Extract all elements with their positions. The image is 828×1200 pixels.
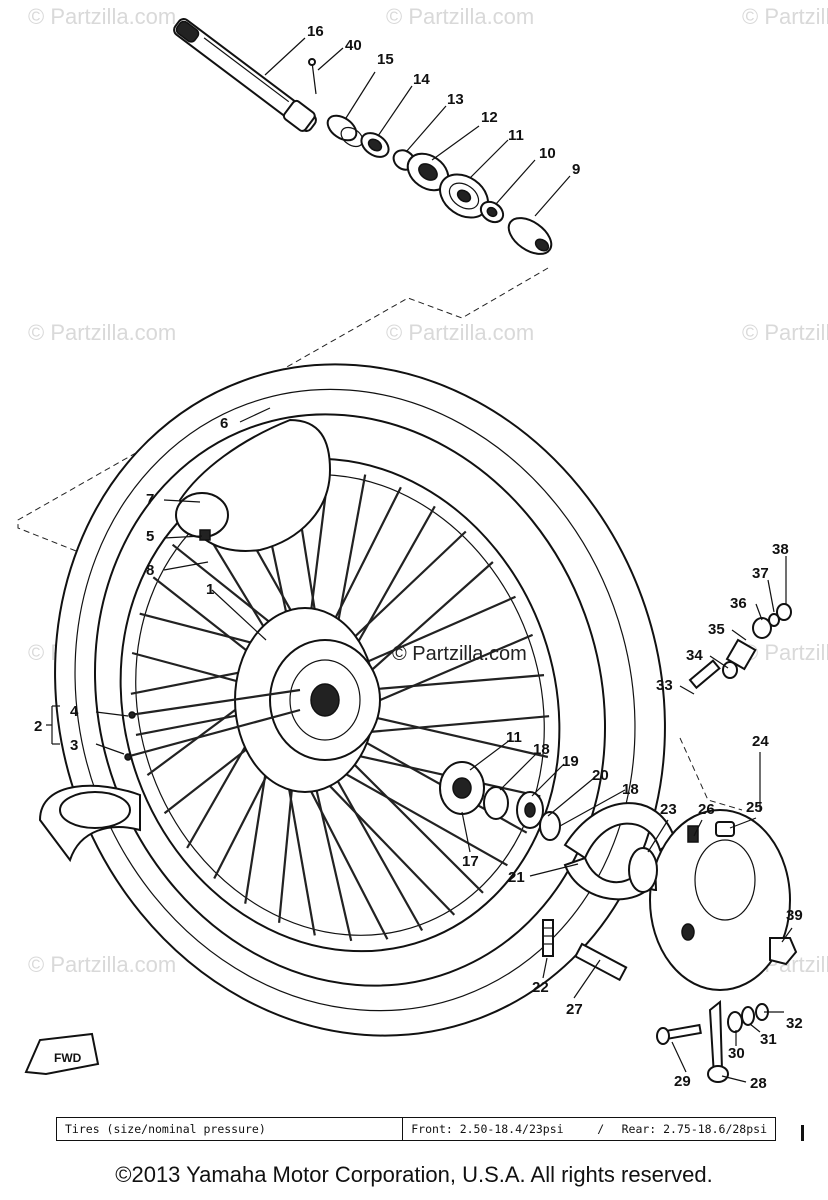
spoke-set-outer — [124, 708, 301, 761]
spec-separator: / — [597, 1122, 605, 1136]
callout-32: 32 — [786, 1015, 803, 1032]
callout-22: 22 — [532, 979, 549, 996]
callout-19: 19 — [562, 753, 579, 770]
spacer — [507, 217, 553, 255]
panel-nut — [715, 821, 735, 837]
hub — [234, 607, 381, 793]
callout-11: 11 — [508, 127, 524, 144]
callout-15: 15 — [377, 51, 394, 68]
callout-24: 24 — [752, 733, 769, 750]
spec-rear-tire: Rear: 2.75-18.6/28psi — [621, 1122, 767, 1136]
callout-20: 20 — [592, 767, 609, 784]
watermark: © Partzilla.com — [28, 320, 176, 345]
callout-5: 5 — [146, 528, 154, 545]
speedometer-clutch — [539, 811, 561, 841]
axle — [173, 18, 317, 132]
spec-front-tire: Front: 2.50-18.4/23psi — [411, 1122, 564, 1136]
callout-12: 12 — [481, 109, 498, 126]
rim-band — [38, 784, 141, 863]
callout-34: 34 — [686, 647, 703, 664]
callout-2: 2 — [34, 718, 42, 735]
watermark: © Partzilla.com — [386, 320, 534, 345]
dust-seal — [360, 132, 390, 158]
callout-33: 33 — [656, 677, 673, 694]
brake-side-bearing — [439, 761, 485, 815]
callout-28: 28 — [750, 1075, 767, 1092]
callout-18: 18 — [622, 781, 639, 798]
brake-spring — [542, 919, 554, 957]
tube — [175, 418, 332, 552]
valve-nut — [199, 529, 211, 541]
tire-spec-table: Tires (size/nominal pressure) Front: 2.5… — [56, 1117, 776, 1141]
callout-11: 11 — [506, 729, 522, 746]
callout-31: 31 — [760, 1031, 777, 1048]
callout-37: 37 — [752, 565, 769, 582]
cotter-pin — [308, 58, 317, 95]
callout-38: 38 — [772, 541, 789, 558]
center-watermark: © Partzilla.com — [392, 643, 527, 665]
leader-lines — [46, 37, 793, 1083]
watermark: © Partzilla.com — [28, 952, 176, 977]
brake-lever — [707, 999, 729, 1083]
watermark: © Partzilla.com — [742, 320, 828, 345]
watermark: © Partzilla.com — [386, 4, 534, 29]
callout-13: 13 — [447, 91, 464, 108]
axle-nut — [769, 937, 798, 966]
callout-21: 21 — [508, 869, 525, 886]
callout-9: 9 — [572, 161, 580, 178]
callout-6: 6 — [220, 415, 228, 432]
callout-36: 36 — [730, 595, 747, 612]
callout-27: 27 — [566, 1001, 583, 1018]
callout-10: 10 — [539, 145, 556, 162]
forward-direction-arrow: FWD — [24, 1032, 100, 1076]
brake-panel-seal — [628, 847, 658, 893]
callout-17: 17 — [462, 853, 479, 870]
washer-stack — [727, 1003, 769, 1033]
callout-8: 8 — [146, 562, 154, 579]
callout-23: 23 — [660, 801, 677, 818]
callout-numbers: 16 40 15 14 13 12 11 10 9 6 7 5 8 1 4 2 … — [34, 23, 803, 1092]
exploded-wheel-diagram: © Partzilla.com © Partzilla.com © Partzi… — [17, 4, 828, 1092]
bearing-upper — [406, 152, 450, 192]
speedometer-drive-assembly — [688, 603, 792, 690]
watermark: © Partzilla.com — [742, 4, 828, 29]
callout-4: 4 — [70, 703, 79, 720]
callout-3: 3 — [70, 737, 78, 754]
callout-40: 40 — [345, 37, 362, 54]
spoke-set-inner — [128, 688, 301, 719]
brake-camshaft — [574, 942, 628, 982]
callout-18: 18 — [533, 741, 550, 758]
callout-35: 35 — [708, 621, 725, 638]
oil-seal-ring — [479, 200, 505, 224]
callout-14: 14 — [413, 71, 430, 88]
callout-7: 7 — [146, 491, 154, 508]
table-end-mark — [801, 1125, 804, 1141]
callout-25: 25 — [746, 799, 763, 816]
callout-39: 39 — [786, 907, 803, 924]
lever-bolt — [656, 1023, 702, 1045]
callout-26: 26 — [698, 801, 715, 818]
callout-29: 29 — [674, 1073, 691, 1090]
copyright-notice: ©2013 Yamaha Motor Corporation, U.S.A. A… — [115, 1162, 713, 1187]
bearing-outer — [439, 173, 489, 219]
brake-panel-plug — [687, 825, 699, 843]
watermark: © Partzilla.com — [28, 4, 176, 29]
fwd-label: FWD — [54, 1051, 82, 1065]
brake-side-seal — [483, 786, 509, 820]
callout-16: 16 — [307, 23, 324, 40]
callout-30: 30 — [728, 1045, 745, 1062]
distance-collar — [326, 114, 364, 148]
front-axle-assembly — [173, 18, 553, 255]
spec-label: Tires (size/nominal pressure) — [57, 1118, 404, 1140]
callout-1: 1 — [206, 581, 214, 598]
wheel-assembly — [38, 363, 666, 1037]
watermark: © Partzilla.com — [742, 640, 828, 665]
speedometer-gear — [516, 791, 544, 829]
